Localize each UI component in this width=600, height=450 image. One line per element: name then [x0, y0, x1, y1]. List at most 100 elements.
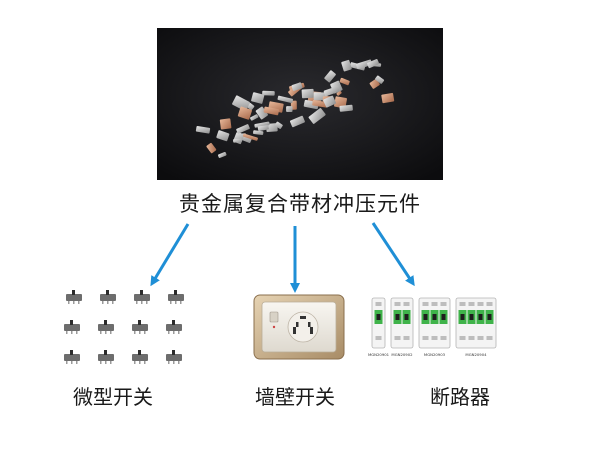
micro-switch [64, 354, 80, 361]
breaker-model-label: MGN20903 [424, 352, 446, 357]
switch-pin [107, 301, 109, 304]
stamping-part [339, 104, 353, 112]
micro-switch [98, 354, 114, 361]
breaker-terminal [440, 336, 447, 340]
micro-switch-grid-photo [64, 290, 184, 364]
switch-lever [172, 350, 175, 355]
breaker-handle [432, 314, 437, 320]
stamping-part [381, 92, 395, 104]
stamping-part [308, 108, 326, 124]
stamping-part [219, 118, 232, 130]
breaker-handle [404, 314, 409, 320]
switch-pin [180, 301, 182, 304]
stamping-part [255, 106, 268, 120]
switch-pin [68, 301, 70, 304]
stamping-part [274, 121, 283, 129]
stamping-part [217, 151, 227, 158]
switch-pin [100, 331, 102, 334]
switch-lever [140, 290, 143, 295]
breaker-model-label: MGN20902 [391, 352, 413, 357]
micro-switch [168, 294, 184, 301]
breaker-terminal [394, 336, 401, 340]
switch-pin [66, 331, 68, 334]
switch-pin [168, 361, 170, 364]
switch-pin [134, 331, 136, 334]
switch-pin [178, 331, 180, 334]
stamping-part [232, 95, 250, 112]
breaker-terminal [431, 336, 438, 340]
stamping-part [236, 124, 250, 134]
micro-switch [166, 324, 182, 331]
stamping-part [369, 78, 380, 89]
stamping-part [266, 123, 278, 133]
switch-pin [134, 361, 136, 364]
micro-switch [98, 324, 114, 331]
stamping-part [233, 138, 242, 143]
stamping-part [341, 59, 352, 72]
switch-lever [106, 290, 109, 295]
breaker-handle [376, 314, 381, 320]
breaker-handle [441, 314, 446, 320]
switch-pin [110, 361, 112, 364]
stamping-part [253, 130, 264, 135]
switch-pin [170, 301, 172, 304]
switch-pin [105, 361, 107, 364]
switch-pin [102, 301, 104, 304]
breaker-terminal [477, 302, 484, 306]
arrow-to-circuit-breaker [371, 222, 415, 287]
switch-pin [66, 361, 68, 364]
switch-lever [174, 290, 177, 295]
stamping-part [206, 142, 217, 154]
stamping-part [289, 115, 305, 128]
micro-switch [166, 354, 182, 361]
arrow-to-micro-switch [150, 223, 190, 287]
switch-pin [173, 331, 175, 334]
micro-switch [132, 324, 148, 331]
breaker-handle [423, 314, 428, 320]
switch-lever [172, 320, 175, 325]
switch-pin [136, 301, 138, 304]
stamping-part [216, 130, 230, 142]
switch-pin [144, 361, 146, 364]
breaker-terminal [394, 302, 401, 306]
stamping-part [356, 59, 373, 70]
switch-pin [110, 331, 112, 334]
switch-pin [141, 301, 143, 304]
stamping-part [324, 70, 336, 83]
switch-pin [178, 361, 180, 364]
switch-pin [168, 331, 170, 334]
switch-pin [112, 301, 114, 304]
switch-pin [76, 331, 78, 334]
switch-pin [144, 331, 146, 334]
switch-lever [138, 350, 141, 355]
breaker-handle [487, 314, 492, 320]
stamping-part [242, 133, 258, 141]
switch-lever [104, 320, 107, 325]
breaker-handle [395, 314, 400, 320]
wall-switch-label: 墙壁开关 [255, 385, 335, 409]
micro-switch [100, 294, 116, 301]
switch-pin [175, 301, 177, 304]
breaker-handle [469, 314, 474, 320]
breaker-terminal [375, 302, 382, 306]
stamping-part [257, 125, 269, 132]
breaker-terminal [459, 336, 466, 340]
switch-pin [71, 331, 73, 334]
breaker-terminal [486, 336, 493, 340]
micro-switch [132, 354, 148, 361]
breaker-terminal [468, 302, 475, 306]
breaker-terminal [375, 336, 382, 340]
switch-pin [105, 331, 107, 334]
breaker-terminal [431, 302, 438, 306]
circuit-breaker-label: 断路器 [430, 385, 490, 409]
switch-pin [139, 331, 141, 334]
switch-pin [73, 301, 75, 304]
micro-switch [134, 294, 150, 301]
breaker-handle [478, 314, 483, 320]
switch-lever [70, 320, 73, 325]
breaker-model-label: MGN20904 [465, 352, 487, 357]
source-label: 贵金属复合带材冲压元件 [179, 192, 421, 216]
stamping-part [250, 114, 259, 121]
switch-pin [100, 361, 102, 364]
